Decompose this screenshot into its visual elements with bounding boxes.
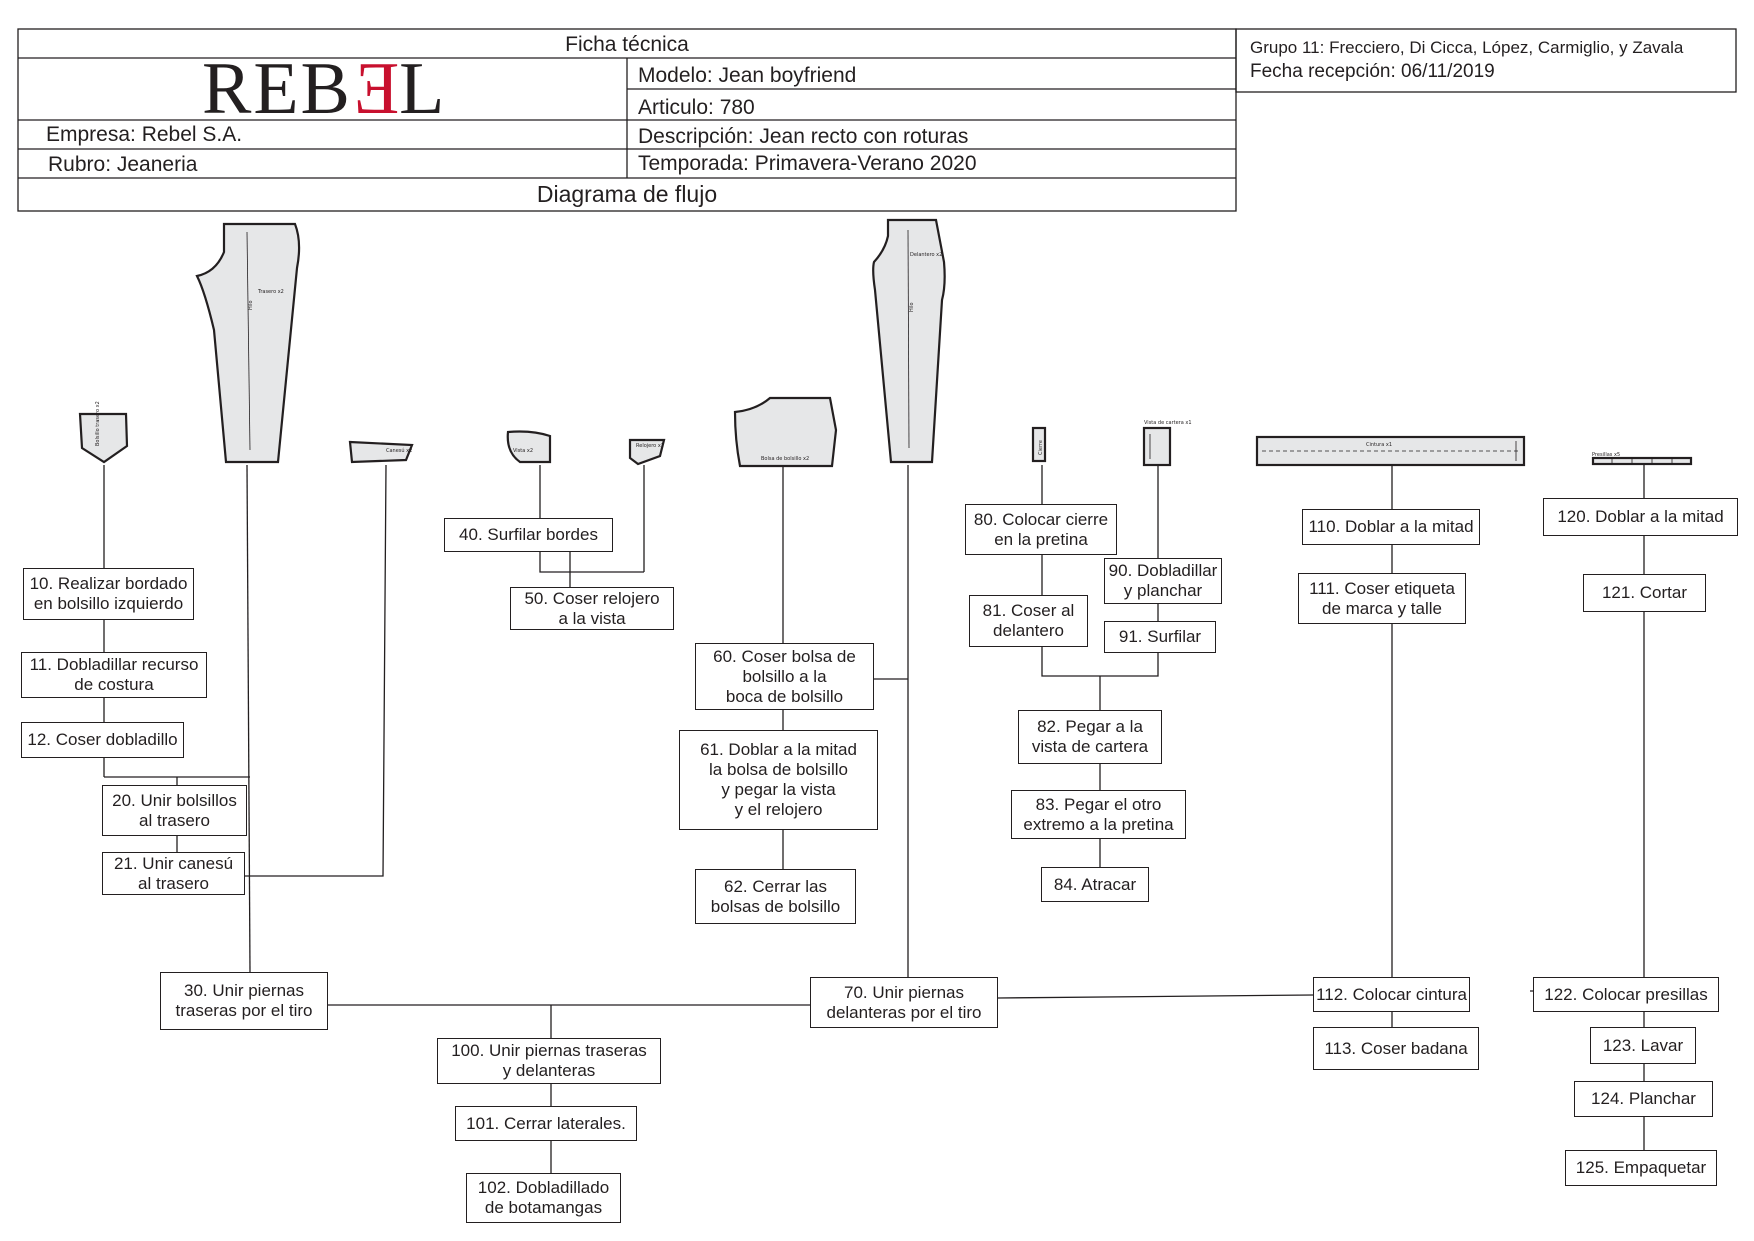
step-50: 50. Coser relojero a la vista (510, 587, 674, 630)
trasero-label: Trasero x2 (257, 289, 284, 295)
articulo-field: Articulo: 780 (638, 96, 755, 119)
modelo-field: Modelo: Jean boyfriend (638, 64, 857, 87)
canesu-piece (348, 440, 414, 464)
bolsillo-trasero-piece (78, 412, 129, 464)
vista-label: Vista x2 (513, 448, 533, 454)
cintura-label: Cintura x1 (1366, 442, 1392, 448)
empresa-field: Empresa: Rebel S.A. (46, 123, 243, 146)
step-70: 70. Unir piernas delanteras por el tiro (810, 977, 998, 1028)
rubro-field: Rubro: Jeaneria (48, 153, 198, 176)
step-101: 101. Cerrar laterales. (455, 1106, 637, 1141)
brand-logo-mirror-e: E (351, 48, 400, 130)
step-10: 10. Realizar bordado en bolsillo izquier… (23, 568, 194, 620)
reception-date: Fecha recepción: 06/11/2019 (1250, 61, 1495, 82)
relojero-label: Relojero x1 (636, 443, 664, 449)
cierre-label: Cierre (1038, 440, 1044, 455)
step-12: 12. Coser dobladillo (21, 722, 184, 758)
brand-logo-left: REB (202, 48, 352, 130)
vista-cartera-label: Vista de cartera x1 (1144, 420, 1192, 426)
delantero-piece (872, 218, 946, 464)
step-84: 84. Atracar (1041, 867, 1149, 902)
sheet-title: Ficha técnica (565, 33, 689, 56)
delantero-label: Delantero x2 (910, 252, 942, 258)
relojero-piece (628, 438, 666, 466)
step-60: 60. Coser bolsa de bolsillo a la boca de… (695, 643, 874, 710)
presillas-piece (1591, 456, 1693, 466)
step-40: 40. Surfilar bordes (444, 518, 613, 552)
step-111: 111. Coser etiqueta de marca y talle (1298, 573, 1466, 624)
step-21: 21. Unir canesú al trasero (102, 852, 245, 895)
step-90: 90. Dobladillar y planchar (1104, 558, 1222, 604)
step-122: 122. Colocar presillas (1533, 977, 1719, 1012)
step-113: 113. Coser badana (1313, 1027, 1479, 1070)
step-80: 80. Colocar cierre en la pretina (965, 504, 1117, 555)
bolsillo-trasero-label: Bolsillo trasero x2 (95, 401, 101, 446)
delantero-hilo-label: Hilo (909, 302, 915, 312)
cierre-piece (1031, 426, 1047, 463)
bolsa-piece (733, 396, 838, 468)
step-123: 123. Lavar (1590, 1027, 1696, 1064)
step-62: 62. Cerrar las bolsas de bolsillo (695, 869, 856, 924)
bolsa-label: Bolsa de bolsillo x2 (761, 456, 809, 462)
vista-cartera-piece (1142, 426, 1172, 467)
descripcion-field: Descripción: Jean recto con roturas (638, 125, 969, 148)
step-82: 82. Pegar a la vista de cartera (1018, 710, 1162, 764)
brand-logo-right: L (399, 48, 447, 130)
brand-logo: REBEL (202, 48, 446, 130)
step-100: 100. Unir piernas traseras y delanteras (437, 1038, 661, 1084)
step-112: 112. Colocar cintura (1313, 977, 1470, 1012)
step-125: 125. Empaquetar (1565, 1150, 1717, 1186)
step-83: 83. Pegar el otro extremo a la pretina (1011, 790, 1186, 839)
vista-piece (506, 430, 552, 464)
temporada-field: Temporada: Primavera-Verano 2020 (638, 152, 977, 175)
step-102: 102. Dobladillado de botamangas (466, 1173, 621, 1223)
step-81: 81. Coser al delantero (969, 595, 1088, 647)
group-box-border (1235, 28, 1737, 93)
trasero-piece (195, 222, 301, 464)
step-30: 30. Unir piernas traseras por el tiro (160, 972, 328, 1030)
step-61: 61. Doblar a la mitad la bolsa de bolsil… (679, 730, 878, 830)
step-121: 121. Cortar (1583, 574, 1706, 612)
presillas-label: Presillas x5 (1592, 452, 1620, 458)
step-110: 110. Doblar a la mitad (1302, 509, 1480, 545)
trasero-hilo-label: Hilo (248, 300, 254, 310)
step-11: 11. Dobladillar recurso de costura (21, 652, 207, 698)
diagram-title: Diagrama de flujo (536, 181, 718, 207)
group-members: Grupo 11: Frecciero, Di Cicca, López, Ca… (1250, 38, 1684, 57)
step-91: 91. Surfilar (1104, 621, 1216, 653)
canesu-label: Canesú x2 (386, 447, 412, 454)
step-124: 124. Planchar (1574, 1081, 1713, 1117)
step-20: 20. Unir bolsillos al trasero (102, 785, 247, 836)
step-120: 120. Doblar a la mitad (1543, 498, 1738, 536)
